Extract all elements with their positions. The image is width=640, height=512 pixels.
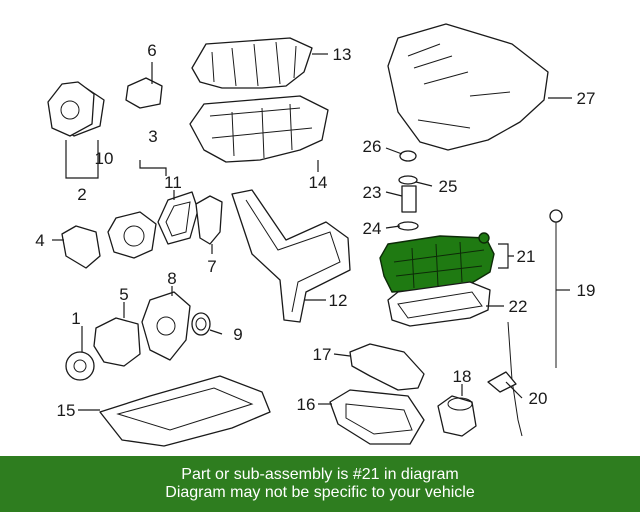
- callout-21: 21: [517, 247, 536, 266]
- part-19-dipstick[interactable]: [549, 209, 563, 368]
- callout-23: 23: [363, 183, 382, 202]
- part-18-oil-filter[interactable]: [437, 395, 477, 437]
- part-24-o-ring[interactable]: [397, 221, 419, 231]
- callout-19: 19: [577, 281, 596, 300]
- callout-14: 14: [309, 173, 328, 192]
- callout-3: 3: [148, 127, 157, 146]
- callout-10: 10: [95, 149, 114, 168]
- callout-8: 8: [167, 269, 176, 288]
- engine-parts-diagram: 1 2 3 4 5 6 7 8 9 10 11 12 13 14 15 16 1…: [35, 23, 596, 447]
- callout-15: 15: [57, 401, 76, 420]
- part-3-water-pump[interactable]: [107, 211, 157, 259]
- callout-4: 4: [35, 231, 44, 250]
- callout-5: 5: [119, 285, 128, 304]
- callout-9: 9: [233, 325, 242, 344]
- callout-18: 18: [453, 367, 472, 386]
- callout-7: 7: [207, 257, 216, 276]
- part-11-gasket[interactable]: [157, 191, 199, 245]
- callout-22: 22: [509, 297, 528, 316]
- part-6-bracket[interactable]: [125, 77, 163, 109]
- callout-2: 2: [77, 185, 86, 204]
- callout-11: 11: [164, 173, 182, 192]
- callout-27: 27: [577, 89, 596, 108]
- callout-25: 25: [439, 177, 458, 196]
- leader-lines: [52, 53, 572, 411]
- part-17-baffle-plate[interactable]: [349, 343, 425, 391]
- callout-17: 17: [313, 345, 332, 364]
- callout-16: 16: [297, 395, 316, 414]
- part-14-lower-intake-manifold[interactable]: [189, 95, 329, 163]
- part-20-dipstick-tube[interactable]: [487, 321, 523, 437]
- part-1-pulley[interactable]: [65, 351, 95, 381]
- part-9-seal[interactable]: [191, 312, 211, 336]
- part-27-engine-cover[interactable]: [387, 23, 549, 151]
- part-13-upper-intake-manifold[interactable]: [191, 37, 313, 89]
- part-26-oil-cap[interactable]: [399, 150, 417, 162]
- part-12-drive-belt[interactable]: [231, 189, 351, 323]
- part-8-cover[interactable]: [141, 291, 191, 361]
- banner-line-1: Part or sub-assembly is #21 in diagram: [181, 466, 459, 483]
- part-5-cover[interactable]: [93, 317, 141, 367]
- callout-26: 26: [363, 137, 382, 156]
- part-25-gasket[interactable]: [398, 175, 418, 185]
- callout-12: 12: [329, 291, 348, 310]
- callout-20: 20: [529, 389, 548, 408]
- part-2-alternator[interactable]: [47, 81, 95, 137]
- info-banner: Part or sub-assembly is #21 in diagram D…: [0, 456, 640, 512]
- part-21-valve-cover-highlighted[interactable]: [379, 232, 495, 293]
- part-4-bracket[interactable]: [61, 225, 101, 269]
- part-7-housing[interactable]: [195, 195, 223, 245]
- part-16-lower-oil-pan[interactable]: [329, 389, 425, 445]
- callout-1: 1: [71, 309, 80, 328]
- part-15-oil-pan[interactable]: [99, 375, 271, 447]
- callout-13: 13: [333, 45, 352, 64]
- callout-6: 6: [147, 41, 156, 60]
- banner-line-2: Diagram may not be specific to your vehi…: [165, 484, 475, 501]
- callout-24: 24: [363, 219, 382, 238]
- part-23-filler-tube[interactable]: [401, 185, 417, 213]
- part-22-gasket[interactable]: [387, 281, 491, 327]
